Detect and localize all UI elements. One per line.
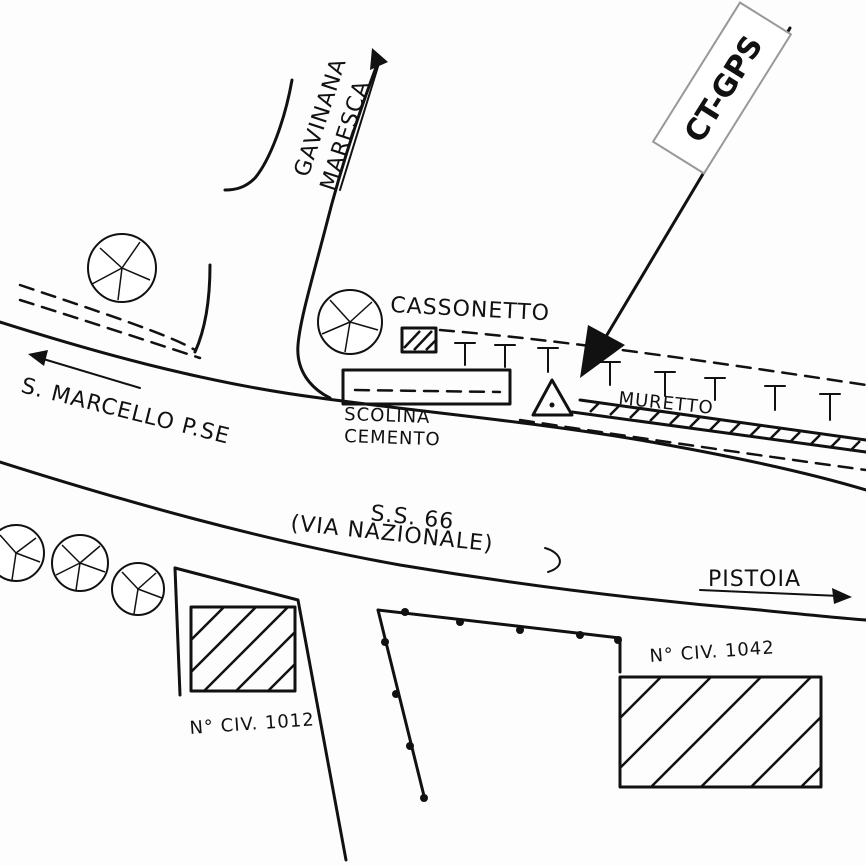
gps-point-triangle-icon <box>531 378 574 417</box>
building-1042-hatch <box>619 676 822 788</box>
label-scolina: SCOLINA <box>344 404 431 428</box>
muretto-hatching <box>589 401 861 452</box>
muretto-wall-bottom <box>570 410 866 454</box>
shrub-icon <box>111 562 165 616</box>
label-civ-1012: N° CIV. 1012 <box>189 709 315 739</box>
label-cemento: CEMENTO <box>344 426 441 450</box>
s-marcello-arrow-icon <box>28 350 48 366</box>
shrub-icon <box>51 534 109 592</box>
road-edge-south <box>0 460 866 622</box>
label-pistoia: PISTOIA <box>708 567 801 592</box>
label-s-marcello: S. MARCELLO P.SE <box>19 374 233 450</box>
lot-boundary-right-top <box>376 608 622 674</box>
road-edge-north-upper <box>0 320 866 492</box>
ct-gps-arrow-head-icon <box>580 325 625 378</box>
maresca-arrow-icon <box>370 48 388 70</box>
s-marcello-arrow-shaft <box>39 357 141 389</box>
side-road-west-curb <box>193 263 212 354</box>
road-inner-edge-2 <box>18 298 202 360</box>
muretto-wall-top <box>578 398 866 442</box>
ct-gps-tag: CT-GPS <box>651 1 793 175</box>
side-road-east-edge <box>296 60 380 400</box>
pistoia-arrow-shaft <box>699 589 841 597</box>
gps-point-dot <box>549 402 555 408</box>
cassonetto-hatch <box>403 330 437 351</box>
building-1012-hatch <box>190 606 296 692</box>
maresca-arrow-shaft <box>339 59 381 191</box>
fence-dots <box>381 608 622 802</box>
fence-line <box>438 328 866 387</box>
lot-boundary-left-west <box>173 566 182 697</box>
road-inner-edge <box>18 283 197 352</box>
side-road-west-edge <box>223 78 294 192</box>
shrub-icon <box>87 233 157 303</box>
pistoia-arrow-icon <box>832 588 852 604</box>
label-cassonetto: CASSONETTO <box>390 293 551 326</box>
shrub-icon <box>0 524 45 582</box>
label-civ-1042: N° CIV. 1042 <box>649 637 775 667</box>
road-name-bracket <box>544 547 561 573</box>
building-1042 <box>618 675 823 789</box>
scolina-dash <box>353 388 502 394</box>
building-1012 <box>189 605 297 693</box>
scolina-channel <box>341 368 512 406</box>
shrub-icon <box>317 289 383 355</box>
lot-boundary-left <box>173 566 348 862</box>
fence-posts <box>454 342 841 421</box>
